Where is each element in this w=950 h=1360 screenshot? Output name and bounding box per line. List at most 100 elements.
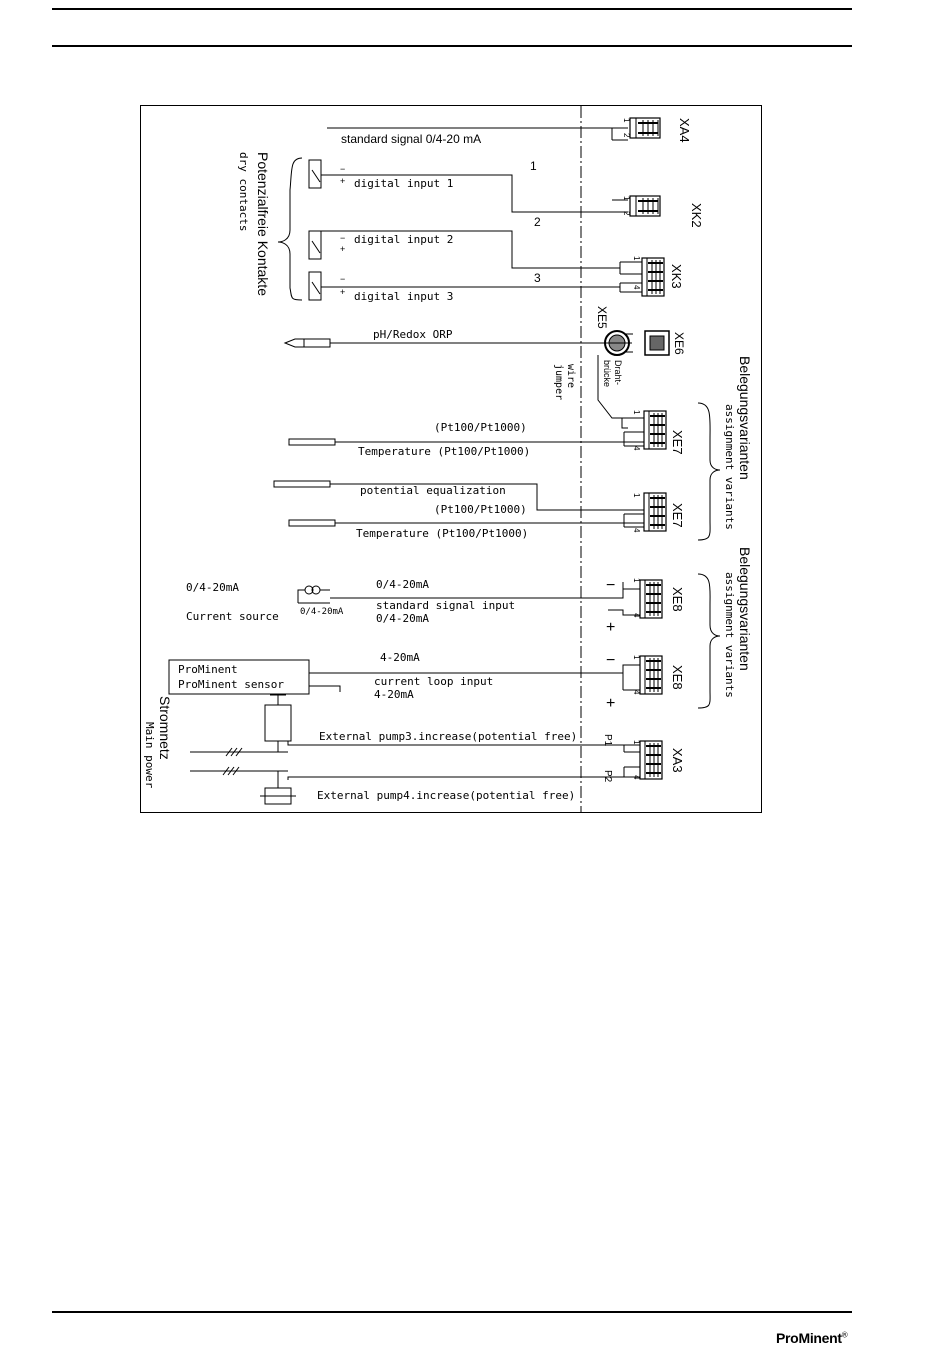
contact-1 <box>308 159 322 189</box>
xe8a-pin-1: 1 <box>632 578 641 583</box>
prominent-label-2: ProMinent sensor <box>178 678 284 691</box>
ph-redox-label: pH/Redox ORP <box>373 328 453 341</box>
standard-signal-input-label: standard signal input <box>376 599 515 612</box>
xe7-terminal-1 <box>643 410 667 450</box>
pump4-label: External pump4.increase(potential free) <box>317 789 575 802</box>
temperature-sensor-1 <box>288 438 342 446</box>
p2-label: P2 <box>602 770 613 783</box>
xa3-label: XA3 <box>670 748 685 773</box>
pump3-label: External pump3.increase(potential free) <box>319 730 577 743</box>
diagram-frame <box>140 105 762 813</box>
potenzialfreie-label: Potenzialfreie Kontakte <box>255 152 271 296</box>
di3-minus: − <box>340 274 345 284</box>
digital-input-1-wire <box>321 174 628 213</box>
digital-input-3-label: digital input 3 <box>354 290 453 303</box>
xa4-pin-2: 2 <box>622 133 631 138</box>
current-source-label: Current source <box>186 610 279 623</box>
xe7-terminal-2 <box>643 492 667 532</box>
xe8-terminal-2 <box>639 655 663 695</box>
loop-ma-top-label: 4-20mA <box>380 651 420 664</box>
pt100-label-a: (Pt100/Pt1000) <box>434 421 527 434</box>
xe7b-pin-4: 4 <box>632 528 641 533</box>
temperature-label-b: Temperature (Pt100/Pt1000) <box>356 527 528 540</box>
standard-signal-label: standard signal 0/4-20 mA <box>341 132 481 146</box>
assignment-brace-2 <box>697 573 721 709</box>
ma-left-label: 0/4-20mA <box>186 581 239 594</box>
di1-minus: − <box>340 164 345 174</box>
xa4-terminal <box>629 117 661 139</box>
temperature-label-a: Temperature (Pt100/Pt1000) <box>358 445 530 458</box>
drahtbrucke-label-2: brücke <box>602 360 612 387</box>
pt100-label-b: (Pt100/Pt1000) <box>434 503 527 516</box>
temperature-sensor-2 <box>288 519 342 527</box>
xe6-connector <box>644 330 670 356</box>
xk2-pin-1: 1 <box>622 196 631 201</box>
xk3-terminal <box>641 257 665 297</box>
assignment-label-1: assignment variants <box>723 404 736 530</box>
dry-contacts-brace <box>277 157 303 301</box>
xk2-pin-2: 2 <box>622 211 631 216</box>
di3-plus: + <box>340 287 345 297</box>
xe8a-minus: − <box>606 577 615 594</box>
wire-2-label: 2 <box>534 215 541 229</box>
logo-pro: Pro <box>776 1330 799 1346</box>
xk3-label: XK3 <box>669 264 684 289</box>
main-power-lines <box>190 747 288 776</box>
stromnetz-label: Stromnetz <box>157 696 173 760</box>
xk3-pin-4: 4 <box>632 285 641 290</box>
prominent-sensor-box <box>168 659 310 695</box>
contact-2 <box>308 230 322 260</box>
wire-jumper-label-2: jumper <box>553 364 564 400</box>
xe8a-label: XE8 <box>670 587 685 612</box>
drahtbrucke-label-1: Draht- <box>613 360 623 385</box>
digital-input-2-label: digital input 2 <box>354 233 453 246</box>
ph-probe <box>283 338 606 348</box>
xe7b-pin-1: 1 <box>632 493 641 498</box>
xe5-connector <box>604 330 633 356</box>
xe7b-label: XE7 <box>670 503 685 528</box>
xe8a-plus: + <box>606 619 615 636</box>
prominent-logo: ProMinent® <box>776 1330 848 1346</box>
xe8b-label: XE8 <box>670 665 685 690</box>
xa4-label: XA4 <box>677 118 692 143</box>
digital-input-1-label: digital input 1 <box>354 177 453 190</box>
current-loop-input-label: current loop input <box>374 675 493 688</box>
xe5-label: XE5 <box>595 306 609 329</box>
xe8b-minus: − <box>606 652 615 669</box>
belegung-label-2: Belegungsvarianten <box>737 547 753 671</box>
ma-top-label: 0/4-20mA <box>376 578 429 591</box>
loop-ma-bottom-label: 4-20mA <box>374 688 414 701</box>
xa3-terminal <box>639 740 663 780</box>
assignment-brace-1 <box>697 402 721 541</box>
di1-plus: + <box>340 176 345 186</box>
prominent-label-1: ProMinent <box>178 663 238 676</box>
xe7a-label: XE7 <box>670 430 685 455</box>
wire-jumper-line <box>597 355 628 419</box>
xe8b-plus: + <box>606 695 615 712</box>
xe8b-pin-1: 1 <box>632 655 641 660</box>
dry-contacts-label: dry contacts <box>237 152 250 231</box>
contact-3 <box>308 271 322 301</box>
belegung-label-1: Belegungsvarianten <box>737 356 753 480</box>
ma-bottom-label: 0/4-20mA <box>376 612 429 625</box>
xe8a-pin-4: 4 <box>632 613 641 618</box>
pump-4-symbol <box>260 771 624 805</box>
xk2-terminal <box>629 195 661 217</box>
wire-3-label: 3 <box>534 271 541 285</box>
xe8-terminal-1 <box>639 579 663 619</box>
wire-jumper-label-1: wire <box>565 364 576 388</box>
wire-1-label: 1 <box>530 159 537 173</box>
equalization-wire <box>330 483 644 511</box>
pump-3-symbol <box>264 694 624 752</box>
assignment-label-2: assignment variants <box>723 572 736 698</box>
xa3-pin-4: 4 <box>632 775 641 780</box>
bottom-rule <box>52 1311 852 1313</box>
xk3-pin-1: 1 <box>632 256 641 261</box>
xa3-pin-1: 1 <box>632 740 641 745</box>
xa4-pin-1: 1 <box>622 118 631 123</box>
xe7a-pin-1: 1 <box>632 410 641 415</box>
logo-minent: Minent <box>798 1330 842 1346</box>
di2-plus: + <box>340 244 345 254</box>
xe8b-pin-4: 4 <box>632 690 641 695</box>
